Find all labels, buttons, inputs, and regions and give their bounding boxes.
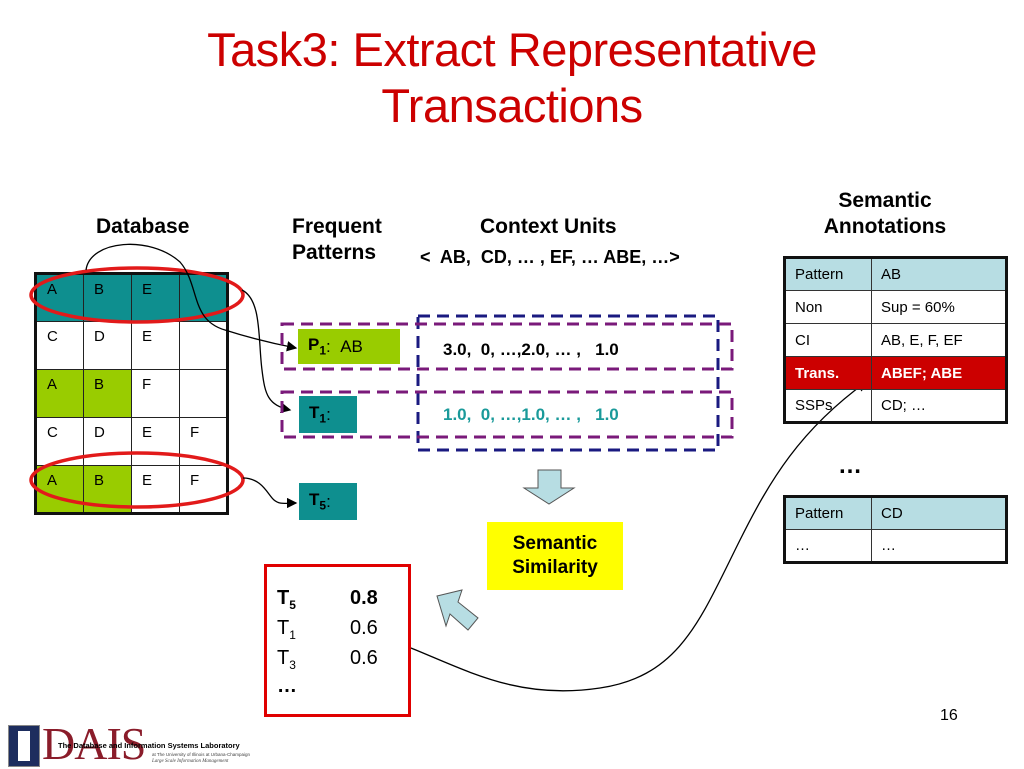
result-row-value: 0.8 bbox=[350, 587, 378, 609]
annotation-table-cd: Pattern CD … … bbox=[783, 495, 1008, 564]
database-row: A B E bbox=[35, 273, 228, 322]
t5-label: T5 bbox=[309, 490, 327, 513]
annotation-value: AB bbox=[871, 257, 1007, 291]
slide-title-line2: Transactions bbox=[381, 79, 643, 132]
logo-line2: at The University of Illinois at Urbana-… bbox=[152, 752, 250, 757]
slide-title: Task3: Extract Representative Transactio… bbox=[0, 22, 1024, 134]
p1-colon: : bbox=[326, 336, 331, 356]
annotation-value: CD bbox=[871, 496, 1007, 530]
t1-vector: 1.0, 0, …,1.0, … , 1.0 bbox=[443, 405, 619, 424]
database-header: Database bbox=[96, 215, 190, 238]
semantic-annotations-header: Semantic Annotations bbox=[800, 188, 970, 240]
t5-colon: : bbox=[326, 491, 331, 511]
annotation-row-trans: Trans. ABEF; ABE bbox=[784, 356, 1007, 390]
frequent-patterns-header: Frequent Patterns bbox=[292, 214, 382, 266]
transaction-t5-box: T5: bbox=[299, 483, 357, 520]
p1-value: AB bbox=[340, 336, 363, 356]
semantic-annotations-line2: Annotations bbox=[823, 215, 947, 238]
arrow-to-p1 bbox=[85, 243, 298, 352]
circle-row-1 bbox=[29, 266, 245, 324]
pattern-p1-box: P1: AB bbox=[298, 329, 400, 364]
annotation-row: … … bbox=[784, 529, 1007, 563]
db-cell: E bbox=[131, 273, 180, 322]
result-more: … bbox=[277, 675, 297, 697]
annotation-key: Pattern bbox=[784, 496, 872, 530]
annotation-key: … bbox=[784, 529, 872, 563]
t1-label: T1 bbox=[309, 403, 327, 426]
semantic-similarity-line2: Similarity bbox=[512, 557, 598, 578]
annotation-value: CD; … bbox=[871, 389, 1007, 423]
block-arrow-down bbox=[522, 469, 576, 505]
database-row: A B F bbox=[35, 369, 228, 418]
logo-line3: Large Scale Information Management bbox=[152, 759, 229, 764]
p1-label: P1 bbox=[308, 335, 327, 358]
semantic-annotations-line1: Semantic bbox=[838, 189, 932, 212]
arrow-result-to-trans bbox=[410, 381, 868, 692]
database-row: C D E F bbox=[35, 417, 228, 466]
slide-title-line1: Task3: Extract Representative bbox=[207, 23, 817, 76]
illinois-logo-icon bbox=[8, 725, 40, 767]
t1-colon: : bbox=[326, 404, 331, 424]
semantic-similarity-box: Semantic Similarity bbox=[487, 522, 623, 590]
annotation-row: Pattern CD bbox=[784, 496, 1007, 530]
annotation-value: Sup = 60% bbox=[871, 290, 1007, 324]
annotation-key: Pattern bbox=[784, 257, 872, 291]
frequent-patterns-line1: Frequent bbox=[292, 215, 382, 238]
annotation-row: Pattern AB bbox=[784, 257, 1007, 291]
annotation-key: Non bbox=[784, 290, 872, 324]
db-cell: F bbox=[179, 465, 228, 514]
annotation-value: ABEF; ABE bbox=[871, 356, 1007, 390]
ranked-result-box: T5 0.8 T1 0.6 T3 0.6 … bbox=[264, 564, 411, 717]
annotation-key: SSPs bbox=[784, 389, 872, 423]
annotations-ellipsis: … bbox=[838, 452, 862, 479]
result-row-label: T5 bbox=[277, 587, 296, 612]
block-arrow-down-left bbox=[436, 589, 479, 631]
page-number: 16 bbox=[940, 707, 958, 724]
annotation-key: CI bbox=[784, 323, 872, 357]
annotation-row: Non Sup = 60% bbox=[784, 290, 1007, 324]
frequent-patterns-line2: Patterns bbox=[292, 241, 377, 264]
db-cell: F bbox=[131, 369, 180, 418]
transaction-t1-box: T1: bbox=[299, 396, 357, 433]
logo-line1: The Database and Information Systems Lab… bbox=[58, 741, 240, 750]
result-row-label: T3 bbox=[277, 647, 296, 672]
annotation-value: AB, E, F, EF bbox=[871, 323, 1007, 357]
circle-row-5 bbox=[29, 451, 245, 509]
dais-logo-text: DAIS bbox=[42, 718, 146, 769]
annotation-table-ab: Pattern AB Non Sup = 60% CI AB, E, F, EF… bbox=[783, 256, 1008, 424]
result-row-value: 0.6 bbox=[350, 617, 378, 639]
result-row-label: T1 bbox=[277, 617, 296, 642]
arrow-to-t5 bbox=[242, 477, 298, 509]
arrow-to-t1 bbox=[241, 289, 292, 414]
semantic-similarity-line1: Semantic bbox=[512, 533, 598, 554]
annotation-key: Trans. bbox=[784, 356, 872, 390]
result-row-value: 0.6 bbox=[350, 647, 378, 669]
annotation-value: … bbox=[871, 529, 1007, 563]
db-cell: A bbox=[35, 465, 84, 514]
annotation-row: CI AB, E, F, EF bbox=[784, 323, 1007, 357]
p1-vector: 3.0, 0, …,2.0, … , 1.0 bbox=[443, 340, 619, 359]
db-cell: A bbox=[35, 369, 84, 418]
db-cell: B bbox=[83, 369, 132, 418]
db-cell bbox=[179, 321, 228, 370]
annotation-row: SSPs CD; … bbox=[784, 389, 1007, 423]
context-units-header: Context Units bbox=[480, 215, 617, 238]
context-units-list: < AB, CD, … , EF, … ABE, …> bbox=[420, 247, 680, 267]
db-cell: A bbox=[35, 273, 84, 322]
dashed-box-context bbox=[416, 314, 720, 452]
